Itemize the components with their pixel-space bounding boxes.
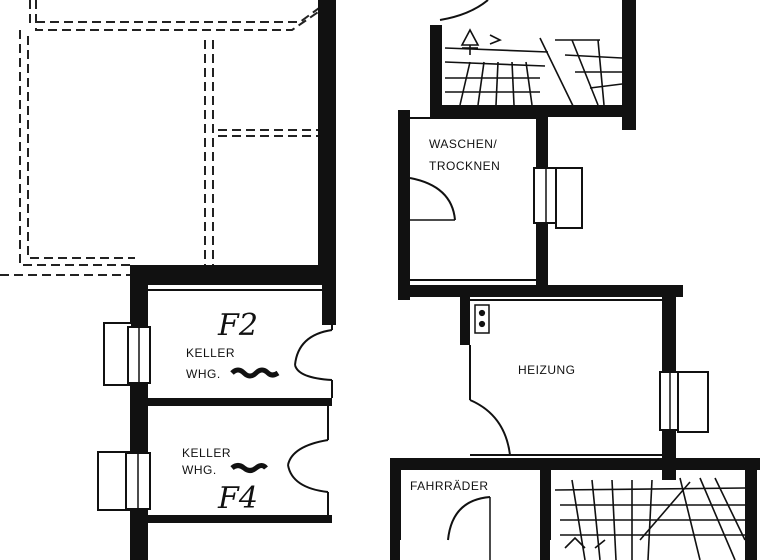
handwritten-unit-top: F2 [217, 308, 258, 343]
handwritten-unit-bottom: F4 [217, 481, 258, 516]
window-heizung [659, 371, 709, 433]
room-label-fahrraeder: FAHRRÄDER [410, 479, 489, 493]
window-waschen [533, 167, 583, 229]
interior-lines [148, 117, 662, 540]
door-heizung [469, 399, 511, 456]
door-keller-bottom [287, 439, 329, 493]
boiler-icon [474, 304, 490, 334]
staircase-top [444, 28, 623, 111]
door-keller-top [294, 329, 333, 381]
room-label-keller-top-line2: WHG. [186, 367, 221, 381]
window-keller-top [103, 322, 151, 386]
door-top [439, 0, 489, 21]
room-label-keller-top-line1: KELLER [186, 346, 235, 360]
walls-right [390, 0, 760, 560]
room-label-keller-bottom-line1: KELLER [182, 446, 231, 460]
scribble-redaction-bottom [230, 463, 268, 473]
room-label-keller-bottom-line2: WHG. [182, 463, 217, 477]
room-label-waschen-line2: TROCKNEN [429, 159, 500, 173]
staircase-bottom [554, 477, 746, 560]
dashed-outline-area [0, 0, 331, 276]
room-label-waschen-line1: WASCHEN/ [429, 137, 497, 151]
room-label-heizung: HEIZUNG [518, 363, 576, 377]
door-waschen [409, 177, 456, 221]
scribble-redaction-top [230, 367, 280, 379]
walls-left [130, 0, 336, 560]
door-fahrraeder [447, 496, 491, 560]
window-keller-bottom [97, 451, 151, 511]
